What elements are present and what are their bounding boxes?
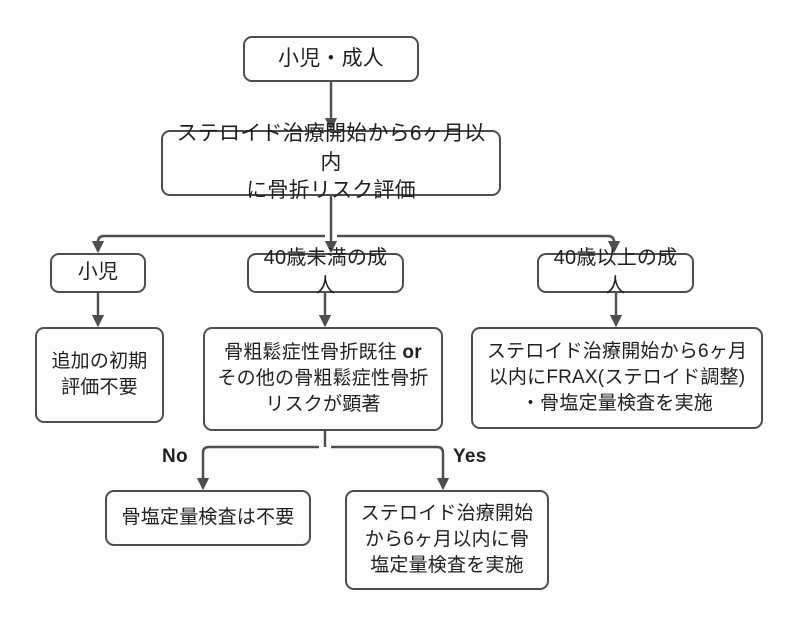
decision-line1-text: 骨粗鬆症性骨折既往 xyxy=(224,341,403,363)
node-child-label: 小児 xyxy=(77,261,119,284)
node-child[interactable]: 小児 xyxy=(50,253,146,293)
node-adult-under-40-label: 40歳未満の成人 xyxy=(263,247,388,297)
node-no-initial-evaluation-label: 追加の初期 評価不要 xyxy=(51,350,148,398)
edge-yesno-bus xyxy=(201,445,445,488)
node-root-label: 小児・成人 xyxy=(278,46,384,70)
node-no-initial-evaluation[interactable]: 追加の初期 評価不要 xyxy=(35,327,164,423)
decision-line2: その他の骨粗鬆症性骨折 xyxy=(217,367,429,389)
node-fracture-risk-decision[interactable]: 骨粗鬆症性骨折既往 or その他の骨粗鬆症性骨折リスクが顕著 xyxy=(203,327,443,431)
node-perform-bmd[interactable]: ステロイド治療開始 から6ヶ月以内に骨 塩定量検査を実施 xyxy=(345,490,549,590)
edge-label-yes: Yes xyxy=(453,446,487,467)
node-assessment[interactable]: ステロイド治療開始から6ヶ月以内 に骨折リスク評価 xyxy=(161,122,501,202)
node-frax-and-bmd-label: ステロイド治療開始から6ヶ月 以内にFRAX(ステロイド調整) ・骨塩定量検査を… xyxy=(486,340,748,415)
node-bmd-not-needed-label: 骨塩定量検査は不要 xyxy=(121,506,295,528)
decision-line3: リスクが顕著 xyxy=(265,394,381,416)
node-bmd-not-needed[interactable]: 骨塩定量検査は不要 xyxy=(105,490,311,546)
node-perform-bmd-label: ステロイド治療開始 から6ヶ月以内に骨 塩定量検査を実施 xyxy=(360,502,534,577)
node-adult-under-40[interactable]: 40歳未満の成人 xyxy=(247,247,404,297)
decision-line1-or: or xyxy=(402,341,422,363)
node-fracture-risk-decision-label: 骨粗鬆症性骨折既往 or その他の骨粗鬆症性骨折リスクが顕著 xyxy=(211,340,434,419)
edge-label-no: No xyxy=(162,446,188,467)
node-root[interactable]: 小児・成人 xyxy=(243,36,419,82)
node-assessment-label: ステロイド治療開始から6ヶ月以内 に骨折リスク評価 xyxy=(176,121,486,203)
node-adult-over-40[interactable]: 40歳以上の成人 xyxy=(537,247,694,297)
node-frax-and-bmd[interactable]: ステロイド治療開始から6ヶ月 以内にFRAX(ステロイド調整) ・骨塩定量検査を… xyxy=(471,327,763,429)
node-adult-over-40-label: 40歳以上の成人 xyxy=(553,247,678,297)
